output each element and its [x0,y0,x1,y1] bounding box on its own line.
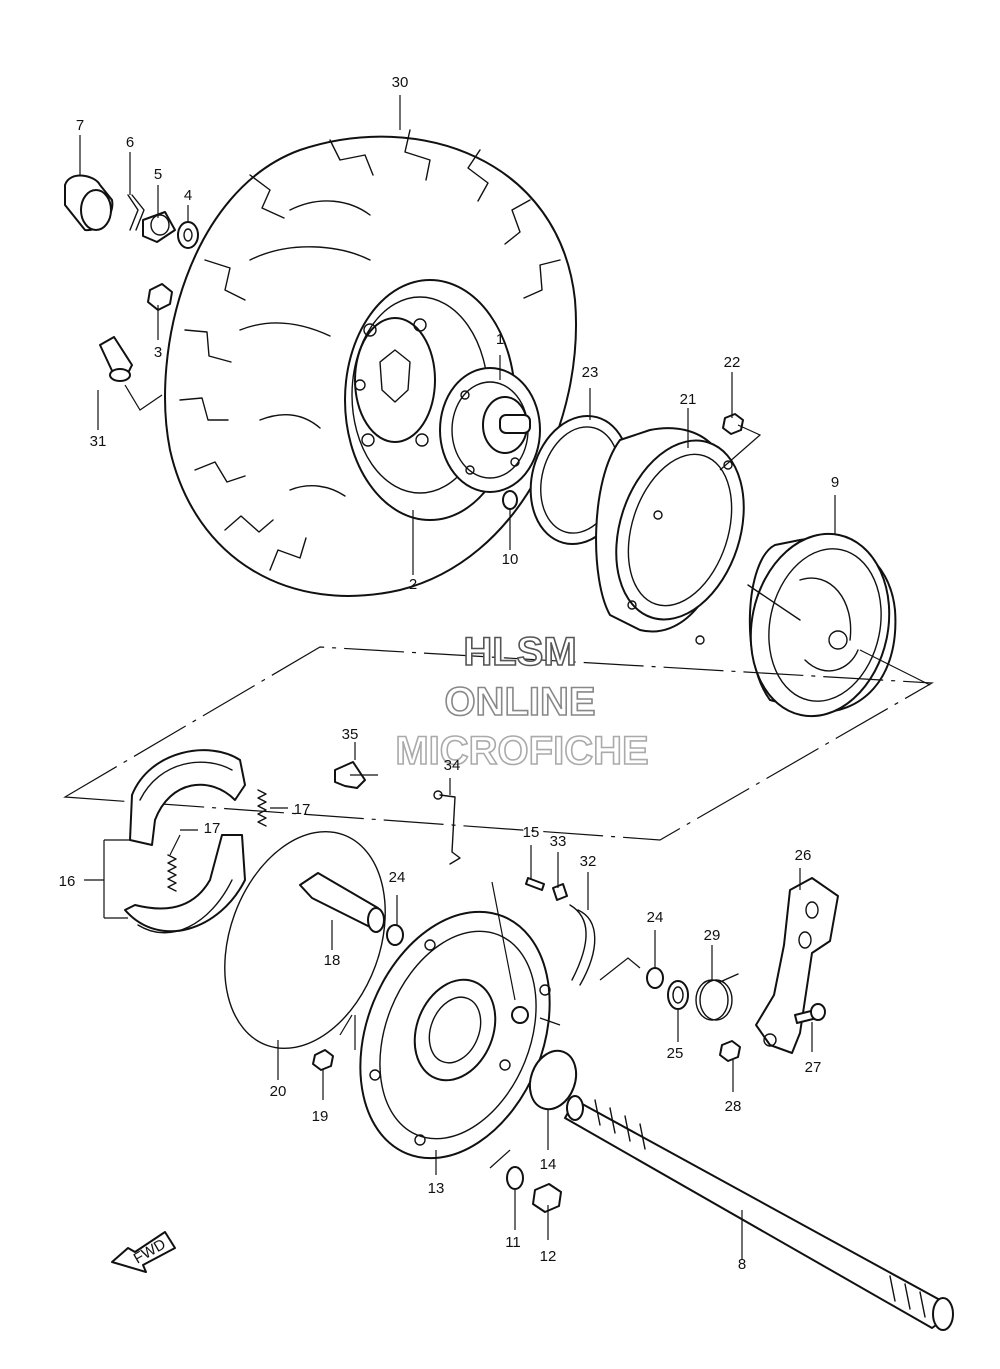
watermark-line3: MICROFICHE [395,729,648,773]
callout-15: 15 [523,824,540,841]
bolt-27 [794,1003,826,1024]
backing-plate-13 [359,910,551,1160]
brake-shoe-upper-16 [129,749,246,846]
assembly-boundary [63,646,935,841]
callout-9: 9 [831,474,839,491]
castle-nut-5 [142,211,176,243]
o-ring-24 [386,924,404,946]
callout-10: 10 [502,551,519,568]
bolt-19 [312,1049,334,1071]
callout-8: 8 [738,1256,746,1273]
callout-24-left: 24 [389,869,406,886]
callout-17-upper: 17 [294,801,311,818]
cotter-pin-6 [127,194,145,231]
leader-lines [79,95,931,1260]
clip-33 [552,883,568,901]
callout-4: 4 [184,187,192,204]
watermark-line1: HLSM [463,630,576,674]
callout-32: 32 [580,853,597,870]
callout-29: 29 [704,927,721,944]
o-ring-10 [502,490,518,510]
callout-34: 34 [444,757,461,774]
cap-7 [64,174,114,232]
spring-17-upper [257,789,267,827]
bolt-12 [532,1183,562,1213]
callout-16: 16 [59,873,76,890]
callout-22: 22 [724,354,741,371]
washer-4 [177,221,199,249]
watermark-line2: ONLINE [444,680,595,724]
brake-drum-9 [747,532,897,718]
gasket-20 [224,830,386,1050]
callout-27: 27 [805,1059,822,1076]
callout-13: 13 [428,1180,445,1197]
callout-7: 7 [76,117,84,134]
washer-25 [667,980,689,1010]
cam-shaft-18 [299,872,385,933]
callout-25: 25 [667,1045,684,1062]
spring-29 [695,973,739,1021]
callout-12: 12 [540,1248,557,1265]
seal-14 [528,1049,578,1111]
nut-3 [147,283,173,311]
washer-11 [506,1166,524,1190]
callout-35: 35 [342,726,359,743]
callout-17-lower: 17 [204,820,221,837]
callout-5: 5 [154,166,162,183]
callout-24-right: 24 [647,909,664,926]
callout-31: 31 [90,433,107,450]
pin-15 [525,877,545,891]
forward-arrow-icon: FWD [111,1231,176,1273]
o-ring-24-right [646,967,664,989]
hub-1 [439,367,541,493]
hose-32 [569,904,596,986]
callout-23: 23 [582,364,599,381]
callout-28: 28 [725,1098,742,1115]
callout-18: 18 [324,952,341,969]
callout-3: 3 [154,344,162,361]
callout-21: 21 [680,391,697,408]
callout-14: 14 [540,1156,557,1173]
spring-17-lower [167,854,177,892]
axle-shaft-8 [564,1095,954,1331]
callout-1: 1 [496,331,504,348]
brake-shoe-lower-16 [124,834,246,934]
callout-30: 30 [392,74,409,91]
arm-26 [755,877,839,1054]
bolt-22 [722,413,744,435]
callout-6: 6 [126,134,134,151]
valve-31 [99,336,133,382]
cover-21 [595,427,745,645]
callout-11: 11 [505,1234,521,1251]
callout-20: 20 [270,1083,287,1100]
callout-19: 19 [312,1108,329,1125]
callout-labels: 30 7 6 5 4 3 31 1 2 10 23 21 22 9 35 34 … [59,74,840,1273]
callout-26: 26 [795,847,812,864]
cable-guide-34 [433,790,461,865]
callout-33: 33 [550,833,567,850]
callout-2: 2 [409,576,417,593]
nut-28 [719,1040,741,1062]
